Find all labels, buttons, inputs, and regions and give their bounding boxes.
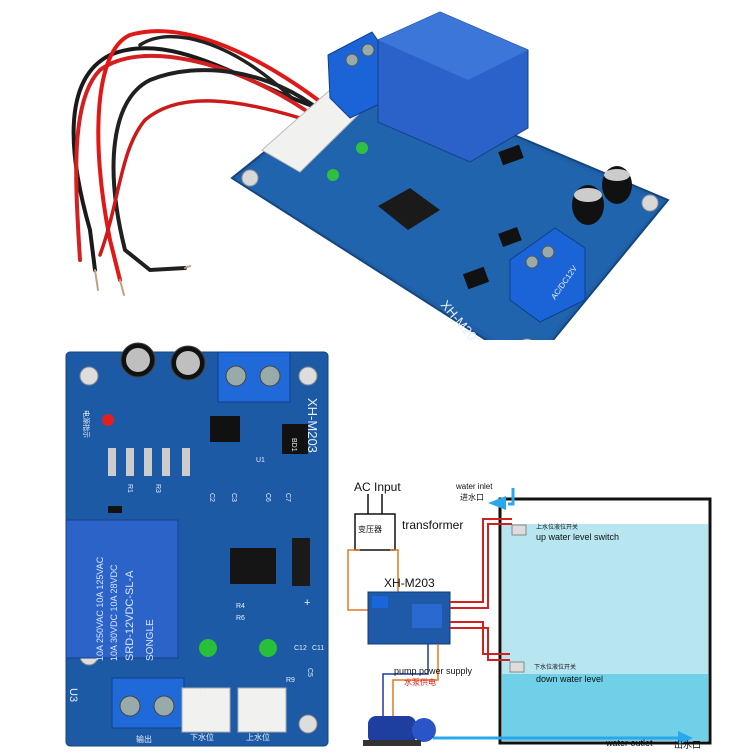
led-green-down [199, 639, 217, 657]
transformer-box [354, 513, 396, 551]
wires [71, 29, 324, 296]
label-ac-input: AC Input [354, 480, 401, 494]
label-down-switch-cn: 下水位液位开关 [534, 665, 577, 671]
water-pump [363, 716, 436, 746]
label-u3: U3 [67, 688, 79, 702]
led-green-1 [356, 142, 368, 154]
led-green-up [259, 639, 277, 657]
label-water-inlet-cn: 进水口 [460, 493, 484, 502]
connector-down-level [181, 687, 231, 733]
label-r9: R9 [286, 677, 295, 684]
label-c5: C5 [306, 668, 313, 677]
label-c7: C7 [284, 493, 291, 502]
inlet-pipe [508, 488, 515, 506]
label-plus: + [304, 597, 310, 609]
label-up-switch-cn: 上水位液位开关 [536, 525, 579, 531]
label-c3: C3 [230, 493, 237, 502]
label-up-switch: up water level switch [536, 532, 620, 542]
bottom-board-model: XH-M203 [305, 398, 320, 453]
up-level-switch [511, 524, 527, 536]
water-fill-upper [502, 524, 708, 674]
label-down-switch: down water level [536, 674, 604, 684]
label-u1: U1 [256, 457, 265, 464]
bottom-board-photo: 10A 250VAC 10A 125VAC 10A 30VDC 10A 28VD… [60, 338, 332, 748]
label-c11: C11 [312, 645, 324, 652]
label-output: 输出 [136, 734, 152, 744]
ic-chip [378, 188, 440, 230]
label-c1: C1 [198, 688, 205, 697]
label-up-level: 上水位 [246, 732, 270, 742]
label-transformer-cn: 变压器 [358, 525, 382, 534]
bottom-relay-brand: SONGLE [145, 619, 156, 661]
label-water-outlet-cn: 出水口 [674, 740, 702, 750]
bottom-board-svg: 10A 250VAC 10A 125VAC 10A 30VDC 10A 28VD… [65, 342, 329, 747]
bottom-relay-text-3: 10A 30VDC 10A 28VDC [109, 564, 119, 661]
wiring-diagram: AC Input 变压器 transformer XH-M203 water i… [338, 476, 750, 750]
label-c6: C6 [264, 493, 271, 502]
relay-bottom [65, 519, 179, 659]
top-board-photo: XH-M203 AC/DC12V [0, 0, 750, 370]
bottom-relay-text-2: 10A 250VAC 10A 125VAC [95, 556, 105, 661]
wiring-diagram-svg [347, 488, 712, 746]
ic-chip-bottom [230, 548, 276, 584]
label-r1: R1 [126, 484, 133, 493]
down-level-switch [509, 661, 525, 673]
label-r4: R4 [236, 603, 245, 610]
connector-up-level [237, 687, 287, 733]
water-fill-lower [502, 674, 708, 741]
label-bd1: BD1 [290, 438, 297, 452]
label-c12: C12 [294, 645, 307, 652]
label-r3: R3 [154, 484, 161, 493]
label-water-outlet: water outlet [606, 738, 653, 748]
label-transformer: transformer [402, 518, 464, 532]
label-c2: C2 [208, 493, 215, 502]
label-r6: R6 [236, 615, 245, 622]
bottom-relay-text-1: SRD-12VDC-SL-A [124, 570, 136, 661]
label-board: XH-M203 [384, 576, 435, 590]
label-pump-supply-cn: 水泵供电 [404, 678, 436, 687]
label-pump-supply: pump power supply [394, 666, 473, 676]
led-power [102, 414, 114, 426]
led-green-2 [327, 169, 339, 181]
label-power-indicator: 电源指示 [82, 410, 91, 438]
top-board-svg: XH-M203 AC/DC12V [71, 11, 670, 370]
label-water-inlet: water inlet [456, 482, 493, 491]
label-down-level: 下水位 [190, 732, 214, 742]
terminal-block-right [509, 227, 586, 323]
